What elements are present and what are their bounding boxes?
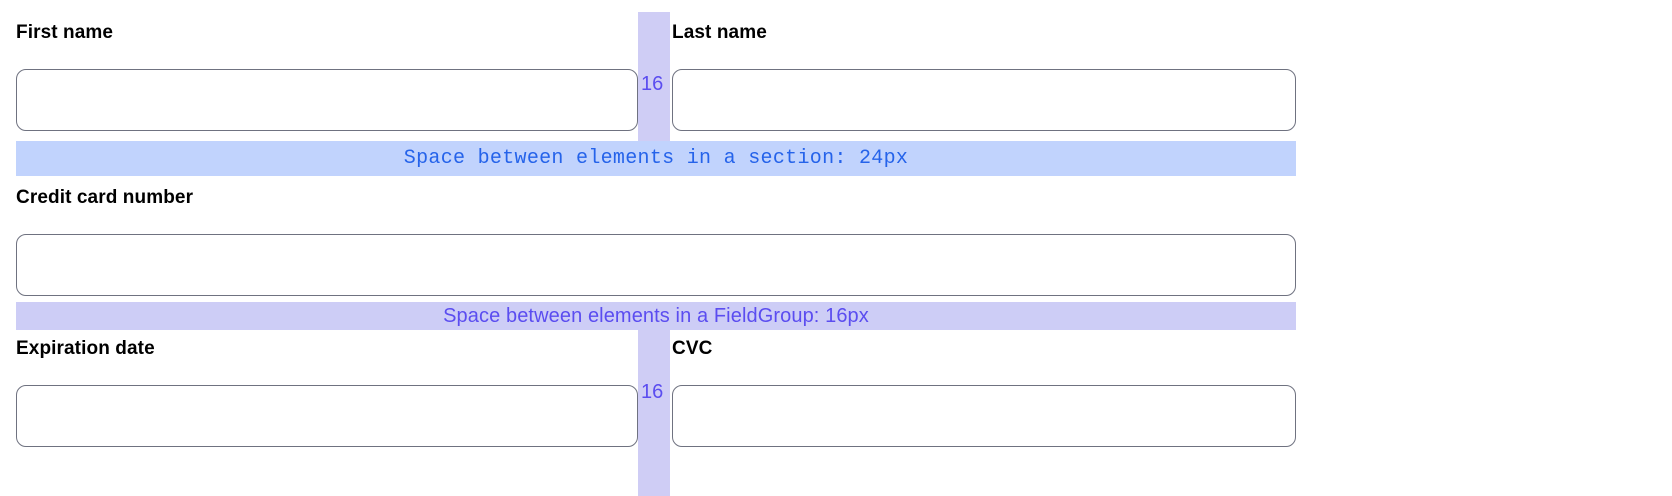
input-expiration-date[interactable] xyxy=(16,385,638,447)
label-first-name: First name xyxy=(16,22,114,43)
section-spacing-band: Space between elements in a section: 24p… xyxy=(16,141,1296,176)
gap-indicator-label-top: 16 xyxy=(641,73,664,95)
label-last-name: Last name xyxy=(672,22,767,43)
input-credit-card-number[interactable] xyxy=(16,234,1296,296)
section-spacing-band-text: Space between elements in a section: 24p… xyxy=(403,147,909,170)
input-last-name xyxy=(672,69,1296,131)
label-expiration-date: Expiration date xyxy=(16,338,155,359)
label-credit-card-number: Credit card number xyxy=(16,187,194,208)
gap-indicator-label-bottom: 16 xyxy=(641,381,664,403)
fieldgroup-spacing-band: Space between elements in a FieldGroup: … xyxy=(16,302,1296,330)
input-first-name[interactable] xyxy=(16,69,638,131)
label-cvc: CVC xyxy=(672,338,713,359)
gap-indicator-expiration-cvc: 16 xyxy=(638,330,670,496)
gap-indicator-first-last: 16 xyxy=(638,12,670,141)
input-cvc[interactable] xyxy=(672,385,1296,447)
fieldgroup-spacing-band-text: Space between elements in a FieldGroup: … xyxy=(443,304,869,327)
